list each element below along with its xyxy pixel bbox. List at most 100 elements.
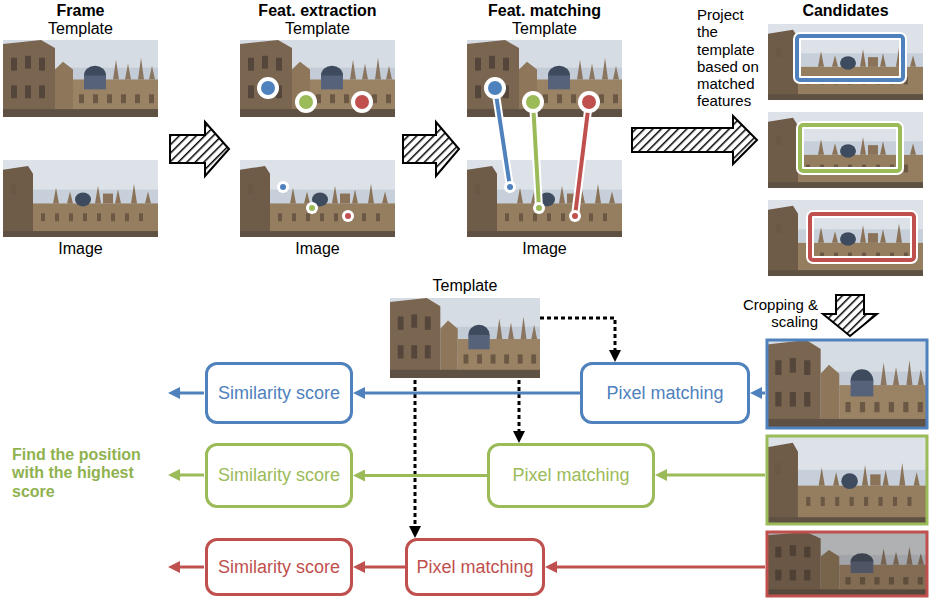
cropped-candidate: [767, 436, 927, 524]
feature-point: [277, 181, 289, 193]
image-caption: Template: [3, 20, 158, 38]
image-caption: Image: [3, 240, 158, 258]
feature-point: [355, 95, 369, 109]
image-caption: Template: [467, 20, 622, 38]
photo: [768, 200, 923, 276]
dotted-arrow: [540, 318, 615, 356]
photo: [3, 160, 158, 237]
feature-point: [299, 95, 313, 109]
feature-point: [484, 77, 506, 99]
result-box: Similarity score: [205, 538, 353, 596]
candidate-box: [797, 36, 914, 260]
step-note: Project the template based on matched fe…: [697, 6, 767, 110]
cropped-candidate: [767, 532, 927, 596]
flow-arrow: [359, 566, 405, 569]
feature-match-line: [533, 102, 539, 208]
photo: [3, 40, 158, 117]
node-label: Similarity score: [218, 557, 340, 578]
cropped-candidate: [767, 340, 927, 596]
feature-point: [309, 205, 315, 211]
photo: [467, 160, 622, 237]
photo: [768, 112, 923, 188]
template-image: Template: [390, 277, 540, 380]
feature-point: [342, 210, 354, 222]
photo: [240, 40, 395, 117]
photo: [467, 40, 622, 117]
node-label: Similarity score: [218, 383, 340, 404]
image-caption: Image: [240, 240, 395, 258]
flow-arrow: [359, 474, 487, 477]
block-arrow: [403, 122, 459, 176]
feature-point: [582, 95, 596, 109]
image-caption: Template: [240, 20, 395, 38]
column-heading: Candidates: [768, 2, 923, 20]
cropped-candidate: [767, 340, 927, 428]
candidate-box: [800, 125, 900, 171]
flow-arrow: [174, 566, 204, 569]
feature-match-line: [495, 88, 510, 187]
column-heading: Frame: [3, 2, 158, 20]
feature-point: [522, 91, 544, 113]
cropped-candidate: [767, 340, 927, 428]
feature-point: [351, 91, 373, 113]
feature-point: [280, 184, 286, 190]
feature-point: [569, 210, 581, 222]
process-box: Pixel matching: [487, 443, 655, 508]
dotted-arrow: [518, 380, 521, 437]
feature-point: [306, 202, 318, 214]
dotted-arrow: [414, 380, 417, 532]
feature-match-line: [575, 102, 589, 216]
photo: [390, 298, 540, 378]
flow-arrow: [174, 392, 204, 395]
node-label: Pixel matching: [512, 465, 629, 486]
flow-arrow: [756, 392, 765, 395]
feature-point: [261, 81, 275, 95]
cropped-candidate: [767, 436, 927, 524]
column-heading: Feat. matching: [467, 2, 622, 20]
process-box: Pixel matching: [580, 362, 750, 424]
feature-point: [507, 184, 513, 190]
cropped-candidate: [767, 532, 927, 596]
feature-point: [578, 91, 600, 113]
feature-point: [572, 213, 578, 219]
block-arrow: [170, 122, 229, 176]
node-label: Pixel matching: [416, 557, 533, 578]
flow-arrow: [359, 392, 580, 395]
block-arrow: [632, 116, 757, 164]
node-label: Template: [433, 277, 498, 295]
feature-point: [533, 202, 545, 214]
feature-point: [484, 77, 600, 222]
photo: [240, 160, 395, 237]
candidate-box: [810, 214, 914, 260]
flow-arrow: [174, 474, 204, 477]
candidate-box: [797, 36, 903, 80]
feature-point: [257, 77, 279, 99]
feature-point: [295, 91, 317, 113]
feature-match-line: [495, 88, 589, 216]
process-box: Pixel matching: [405, 538, 545, 596]
candidate-box: [797, 36, 903, 80]
photo: [3, 24, 923, 378]
block-arrow: [170, 116, 877, 336]
node-label: Pixel matching: [606, 383, 723, 404]
feature-point: [536, 205, 542, 211]
result-box: Similarity score: [205, 362, 353, 424]
feature-point: [345, 213, 351, 219]
result-note: Find the position with the highest score: [12, 446, 162, 501]
block-arrow: [823, 295, 877, 336]
flow-arrow: [551, 566, 765, 569]
step-note: Cropping & scaling: [728, 296, 818, 331]
image-caption: Image: [467, 240, 622, 258]
photo: [768, 24, 923, 100]
feature-point: [257, 77, 373, 222]
flow-arrow: [661, 474, 765, 477]
candidate-box: [800, 125, 900, 171]
feature-match-line: [495, 88, 510, 187]
feature-point: [526, 95, 540, 109]
node-label: Similarity score: [218, 465, 340, 486]
feature-match-line: [575, 102, 589, 216]
feature-point: [488, 81, 502, 95]
feature-point: [504, 181, 516, 193]
column-heading: Feat. extraction: [240, 2, 395, 20]
